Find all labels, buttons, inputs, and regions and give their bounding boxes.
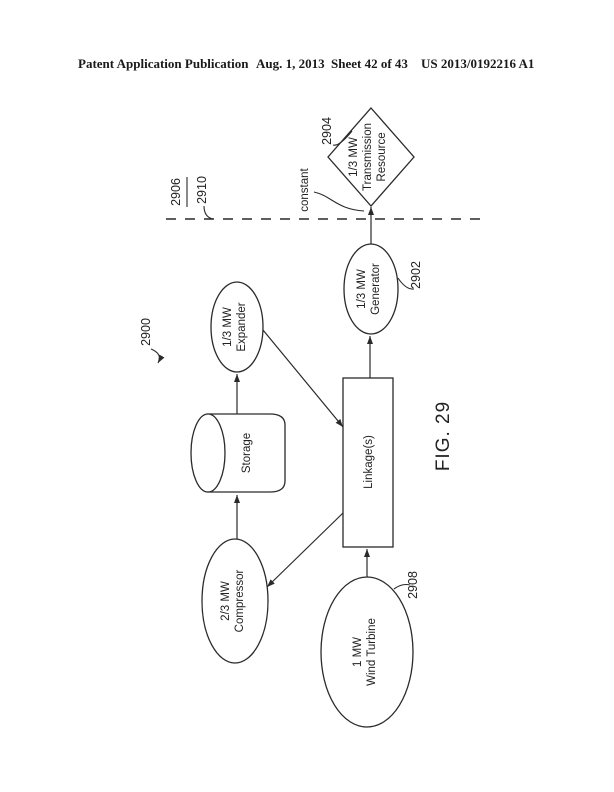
linkage-label: Linkage(s) <box>363 435 375 489</box>
storage-cylinder-cap <box>190 413 226 493</box>
header-publication-label: Patent Application Publication <box>78 56 249 71</box>
header-patent-id: US 2013/0192216 A1 <box>421 56 535 71</box>
arrow-expander-to-linkage <box>262 329 344 428</box>
ref-2910: 2910 <box>195 176 209 204</box>
ref-2900: 2900 <box>139 318 153 346</box>
linkage-rect <box>342 377 394 548</box>
ref-2900-arrow <box>150 348 165 364</box>
transmission-label-line2: Transmission <box>362 123 374 191</box>
wind-turbine-label-line1: 1 MW <box>352 637 364 667</box>
expander-label-line2: Expander <box>236 302 248 351</box>
ref-2908-leader <box>393 583 411 590</box>
generator-label-line2: Generator <box>370 263 382 315</box>
expander-ellipse <box>210 281 264 373</box>
figure-caption: FIG. 29 <box>433 401 454 471</box>
constant-leader <box>313 191 365 212</box>
generator-label-line1: 1/3 MW <box>356 269 368 309</box>
ref-2908: 2908 <box>406 571 420 599</box>
transmission-label-line1: 1/3 MW <box>348 137 360 177</box>
ref-2910-leader <box>203 205 214 220</box>
wind-turbine-ellipse <box>320 576 414 728</box>
compressor-ellipse <box>201 538 269 664</box>
ref-2902-leader <box>397 277 415 290</box>
ref-2902: 2902 <box>409 261 423 289</box>
header-sheet-number: Sheet 42 of 43 <box>331 56 408 71</box>
storage-cylinder-body <box>207 413 286 493</box>
ref-2904: 2904 <box>320 117 334 145</box>
transmission-label-line3: Resource <box>376 132 388 181</box>
ref-2906: 2906 <box>169 178 183 206</box>
header-date: Aug. 1, 2013 <box>256 56 325 71</box>
expander-label-line1: 1/3 MW <box>222 307 234 347</box>
compressor-label-line1: 2/3 MW <box>220 581 232 621</box>
storage-label: Storage <box>241 433 253 473</box>
ref-2904-leader <box>332 130 353 146</box>
constant-annotation: constant <box>299 167 311 211</box>
arrow-linkage-to-compressor <box>266 512 344 588</box>
compressor-label-line2: Compressor <box>234 570 246 633</box>
page-header: Patent Application Publication Aug. 1, 2… <box>0 56 614 72</box>
wind-turbine-label-line2: Wind Turbine <box>366 618 378 686</box>
generator-ellipse <box>343 243 399 335</box>
